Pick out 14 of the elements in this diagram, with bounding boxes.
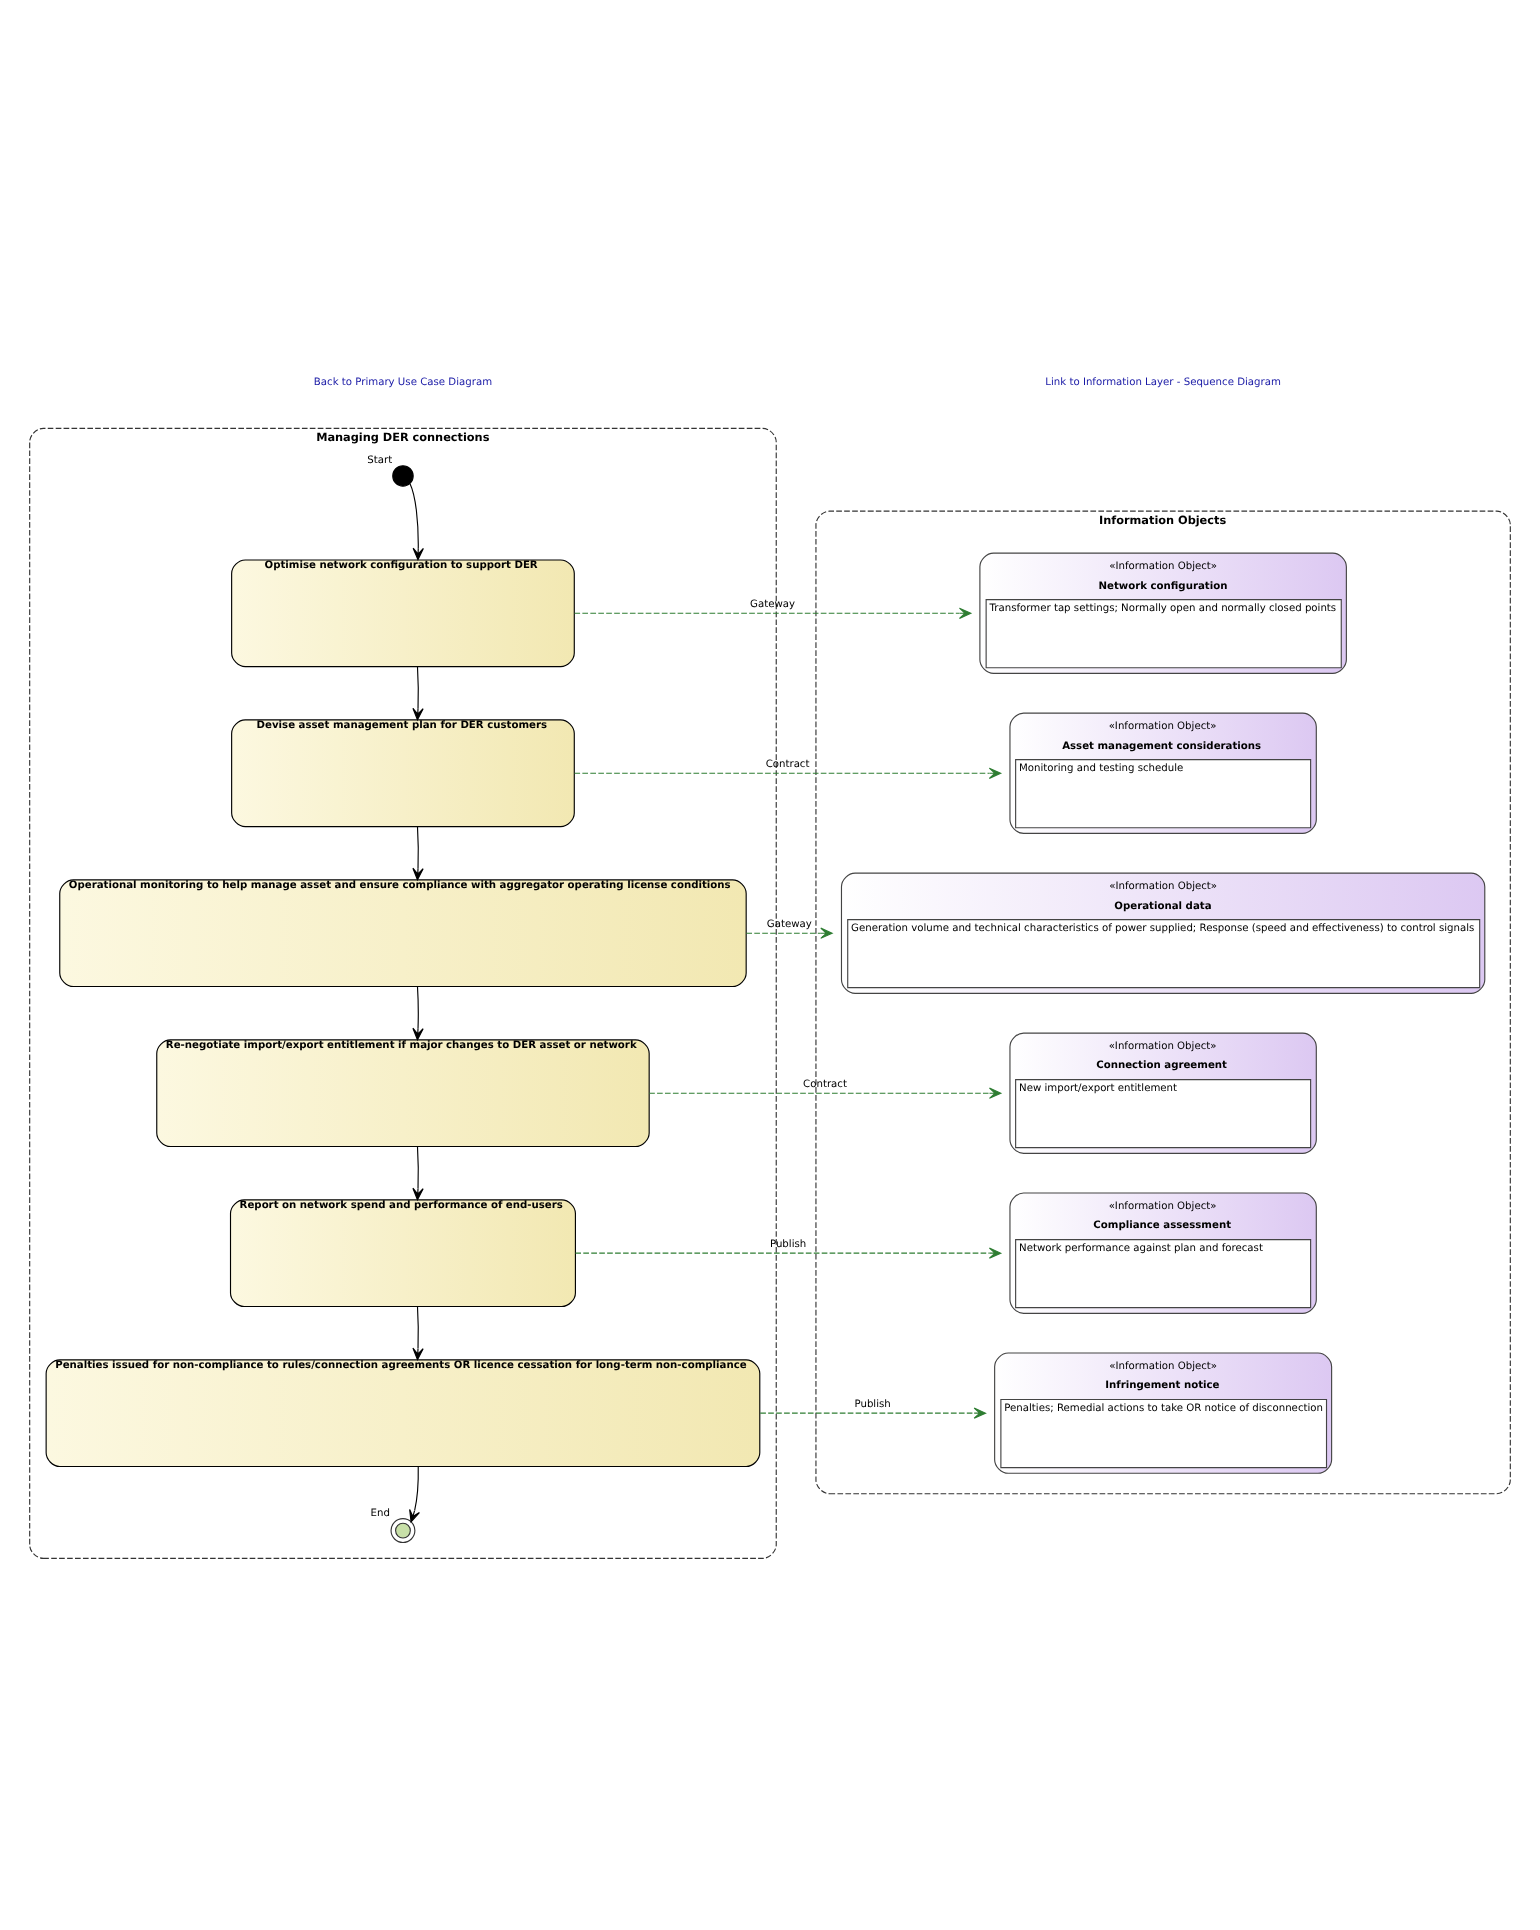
arrow bbox=[648, 1087, 1002, 1099]
arrow bbox=[574, 1247, 1002, 1259]
arrow bbox=[412, 666, 424, 721]
arrow bbox=[573, 607, 972, 619]
arrow bbox=[412, 826, 424, 881]
arrow bbox=[409, 1466, 420, 1523]
arrow bbox=[745, 927, 833, 939]
arrow bbox=[759, 1407, 987, 1419]
node-circle bbox=[392, 465, 414, 487]
arrow bbox=[409, 483, 424, 561]
arrow bbox=[412, 1306, 424, 1361]
arrow bbox=[573, 767, 1002, 779]
arrow bbox=[412, 1146, 424, 1201]
arrow bbox=[412, 986, 424, 1041]
